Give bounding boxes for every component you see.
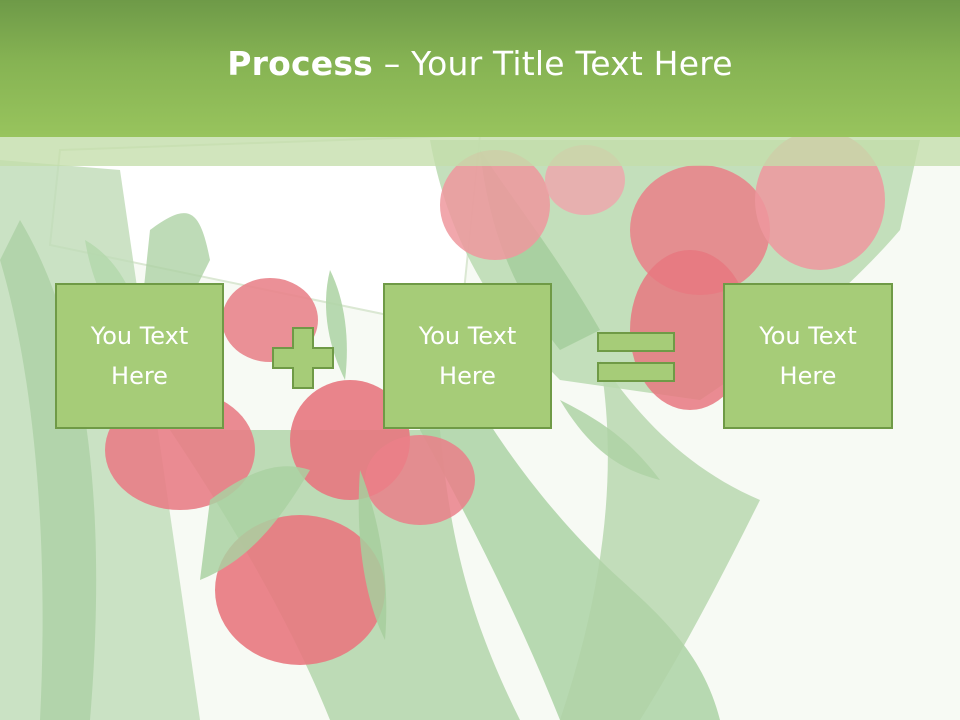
plus-icon	[272, 327, 334, 389]
process-box-label-line2: Here	[779, 362, 837, 390]
slide-title: Process – Your Title Text Here	[227, 44, 733, 83]
equals-icon	[597, 332, 675, 382]
process-box-label-line1: You Text	[90, 322, 189, 350]
slide-title-bold: Process	[227, 44, 374, 83]
title-underline-strip	[0, 137, 960, 166]
slide-title-rest: – Your Title Text Here	[373, 44, 733, 83]
process-box-label-line2: Here	[439, 362, 496, 390]
process-box-2[interactable]: You Text Here	[383, 283, 552, 429]
title-bar: Process – Your Title Text Here	[0, 0, 960, 137]
process-box-label-line2: Here	[111, 362, 168, 390]
process-box-3[interactable]: You Text Here	[723, 283, 893, 429]
process-box-label-line1: You Text	[759, 322, 857, 350]
process-box-label: You Text Here	[743, 316, 873, 396]
process-box-label-line1: You Text	[418, 322, 517, 350]
process-box-label: You Text Here	[403, 316, 533, 396]
process-box-label: You Text Here	[75, 316, 205, 396]
process-box-1[interactable]: You Text Here	[55, 283, 224, 429]
